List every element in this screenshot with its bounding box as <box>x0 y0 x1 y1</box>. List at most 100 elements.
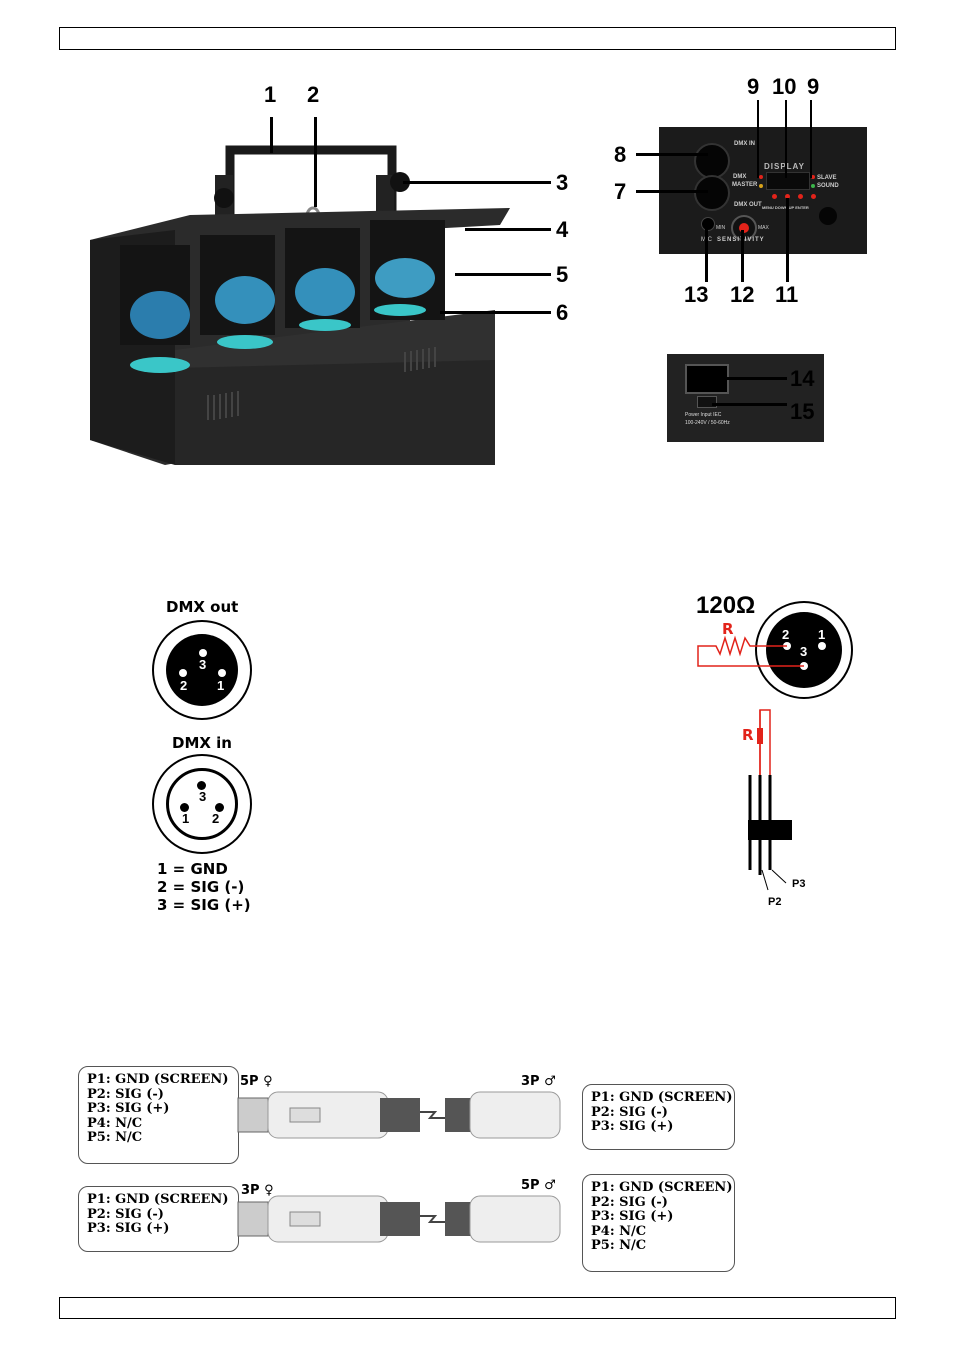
leader-3 <box>403 181 551 184</box>
callout-9-right: 9 <box>807 74 820 99</box>
terminator-r-top: R <box>722 620 734 638</box>
cable1-right-type: 3P ♂ <box>521 1074 556 1089</box>
terminator-pin-1: 1 <box>818 627 826 642</box>
callout-13: 13 <box>684 282 709 307</box>
terminator-pin-2: 2 <box>782 627 790 642</box>
knob-center-dot <box>739 223 749 233</box>
pin-1-dot <box>180 803 189 812</box>
cable1-left-pins: P1: GND (SCREEN) P2: SIG (-) P3: SIG (+)… <box>78 1066 239 1164</box>
slave-label: SLAVE <box>817 175 837 181</box>
leader-1 <box>270 117 273 153</box>
menu-buttons[interactable] <box>772 194 820 200</box>
enter-button[interactable] <box>811 194 816 199</box>
mic <box>701 217 715 231</box>
leader-10 <box>785 100 787 178</box>
power-text-1: Power Input IEC <box>685 412 722 418</box>
header-box <box>59 27 896 50</box>
pin-line: P2: SIG (-) <box>87 1086 164 1102</box>
legend-line-3: 3 = SIG (+) <box>157 896 251 914</box>
pin-line: P1: GND (SCREEN) <box>87 1192 229 1207</box>
cable2-graphic <box>237 1195 561 1243</box>
pin-3-label: 3 <box>199 789 207 804</box>
menu-button[interactable] <box>772 194 777 199</box>
pin-3-dot <box>199 649 207 657</box>
leader-2 <box>314 117 317 207</box>
terminator-r-plug: R <box>742 726 754 744</box>
down-button[interactable] <box>785 194 790 199</box>
pin-line: P1: GND (SCREEN) <box>591 1090 733 1105</box>
pin-line: P3: SIG (+) <box>591 1119 674 1134</box>
callout-14: 14 <box>790 366 815 391</box>
fuse-holder <box>697 396 717 408</box>
terminator-pin-3: 3 <box>800 644 808 659</box>
display-label: DISPLAY <box>764 162 805 171</box>
led-display <box>766 172 810 190</box>
terminator-ohm: 120Ω <box>696 592 756 619</box>
leader-13 <box>705 220 708 282</box>
min-label: MIN <box>716 225 726 231</box>
leader-7 <box>636 190 708 193</box>
pin-legend: 1 = GND 2 = SIG (-) 3 = SIG (+) <box>157 860 251 914</box>
sound-label: SOUND <box>817 183 839 189</box>
buttons-label: MENU DOWN UP ENTER <box>762 205 809 210</box>
cable2-left-pins: P1: GND (SCREEN) P2: SIG (-) P3: SIG (+) <box>78 1186 239 1252</box>
pin-line: P5: N/C <box>87 1130 143 1145</box>
dmx-out-connector: 3 2 1 <box>152 620 252 720</box>
dmx-in-connector: 3 1 2 <box>152 754 252 854</box>
callout-2: 2 <box>307 82 320 107</box>
callout-10: 10 <box>772 74 797 99</box>
pin-2-label: 2 <box>180 678 188 693</box>
footer-box <box>59 1297 896 1319</box>
master-label: MASTER <box>732 182 758 188</box>
callout-11: 11 <box>775 282 799 307</box>
power-text-2: 100-240V / 50-60Hz <box>685 420 730 426</box>
pin-1-label: 1 <box>217 678 225 693</box>
pin-line: P2: SIG (-) <box>87 1206 164 1222</box>
leader-8 <box>636 153 708 156</box>
pin-1-dot <box>218 669 226 677</box>
pin-1-label: 1 <box>182 811 190 826</box>
dmx-in-socket <box>694 143 730 179</box>
pin-3-label: 3 <box>199 657 207 672</box>
leader-11 <box>786 198 789 282</box>
leader-9-left <box>757 100 759 178</box>
dmx-out-insert <box>166 634 238 706</box>
dmx-in-title: DMX in <box>172 734 232 752</box>
rear-panel: DMX IN DMX OUT DISPLAY DMX MASTER SLAVE … <box>659 127 867 254</box>
callout-8: 8 <box>614 142 627 167</box>
pin-2-label: 2 <box>212 811 220 826</box>
pin-line: P3: SIG (+) <box>591 1209 674 1224</box>
callout-12: 12 <box>730 282 755 307</box>
cable2-right-type: 5P ♂ <box>521 1178 556 1193</box>
dmx-led <box>759 175 763 179</box>
pin-line: P1: GND (SCREEN) <box>591 1180 733 1195</box>
cable2-right-pins: P1: GND (SCREEN) P2: SIG (-) P3: SIG (+)… <box>582 1174 735 1272</box>
pin-2-dot <box>179 669 187 677</box>
callout-6: 6 <box>556 300 569 325</box>
pin-line: P2: SIG (-) <box>591 1104 668 1120</box>
callout-5: 5 <box>556 262 569 287</box>
leader-5 <box>455 273 551 276</box>
pin-line: P1: GND (SCREEN) <box>87 1072 229 1087</box>
pin-3-dot <box>197 781 206 790</box>
leader-15 <box>712 403 787 406</box>
cable1-right-pins: P1: GND (SCREEN) P2: SIG (-) P3: SIG (+) <box>582 1084 735 1150</box>
callout-3: 3 <box>556 170 569 195</box>
pin-line: P4: N/C <box>591 1223 647 1239</box>
master-led <box>759 184 763 188</box>
slave-led <box>811 175 815 179</box>
legend-line-1: 1 = GND <box>157 860 228 878</box>
up-button[interactable] <box>798 194 803 199</box>
pin-line: P3: SIG (+) <box>87 1221 170 1236</box>
callout-7: 7 <box>614 179 627 204</box>
callout-9-left: 9 <box>747 74 760 99</box>
device-illustration <box>90 145 510 465</box>
sensitivity-knob[interactable] <box>731 215 757 241</box>
cable1-left-type: 5P ♀ <box>240 1074 273 1089</box>
terminator-lead-p2: P2 <box>768 896 782 908</box>
leader-6 <box>440 311 551 314</box>
terminator-diagram <box>697 601 853 891</box>
pin-line: P5: N/C <box>591 1238 647 1253</box>
dmx-in-ring <box>166 768 238 840</box>
dmx-in-label: DMX IN <box>734 141 755 147</box>
